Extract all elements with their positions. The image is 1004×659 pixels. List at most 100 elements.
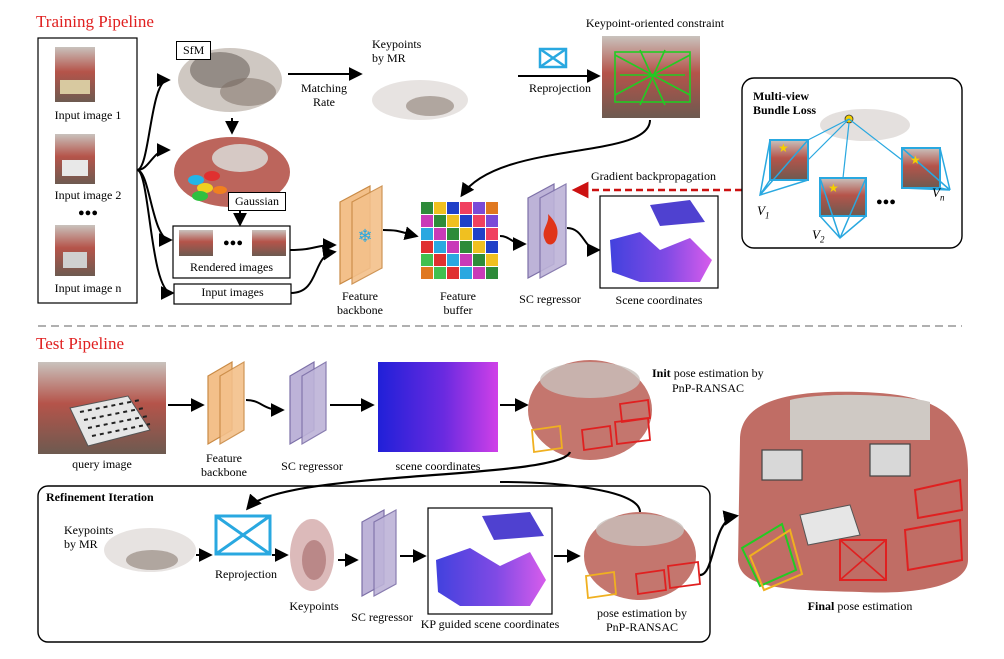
feature-buffer-cell xyxy=(421,215,433,227)
pose-pnp-label: PnP-RANSAC xyxy=(605,620,679,634)
feature-buffer-cell xyxy=(460,215,472,227)
feature-buffer-cell xyxy=(447,202,459,214)
sfm-label: SfM xyxy=(176,41,212,60)
input-image-1-table xyxy=(60,80,90,94)
init-pose-image xyxy=(528,360,652,460)
input-image-2-board xyxy=(62,160,88,176)
feature-buffer-cell xyxy=(447,254,459,266)
sc-regressor-train xyxy=(527,182,567,280)
feature-buffer-cell xyxy=(486,267,498,279)
feature-buffer-label: Feature buffer xyxy=(440,289,476,317)
arrow-input-backbone xyxy=(290,246,337,294)
feature-buffer-cell xyxy=(486,228,498,240)
feature-backbone-label-test: Feature backbone xyxy=(201,451,247,479)
feature-buffer-cell xyxy=(460,202,472,214)
kp-guided-label: KP guided scene coordinates xyxy=(420,617,560,631)
multiview-cameras: ★ ★ ★ xyxy=(759,109,951,240)
feature-buffer-cell xyxy=(460,228,472,240)
arrow-backbone-regressor-test xyxy=(245,399,285,417)
feature-buffer-cell xyxy=(486,241,498,253)
keypoints-by-mr-label: Keypoints by MR xyxy=(372,37,422,65)
input-image-n-label: Input image n xyxy=(54,281,122,295)
keypoints-by-mr-cloud xyxy=(372,80,468,120)
rendered-images-label: Rendered images xyxy=(190,260,273,274)
arrow-constraint-buffer xyxy=(460,119,651,198)
svg-text:❄: ❄ xyxy=(357,226,372,246)
refine-loop-line xyxy=(499,481,641,513)
feature-buffer-cell xyxy=(421,267,433,279)
feature-buffer-cell xyxy=(421,228,433,240)
branch-arrow-input-images xyxy=(136,169,175,300)
test-title: Test Pipeline xyxy=(36,334,125,353)
scene-coordinates-train xyxy=(599,195,719,289)
arrow-regressor-scene xyxy=(566,227,601,257)
feature-buffer-cell xyxy=(473,254,485,266)
rendered-thumb-2 xyxy=(252,230,286,256)
gradient-backprop-label: Gradient backpropagation xyxy=(591,169,716,183)
feature-buffer-cell xyxy=(447,241,459,253)
init-pose-label: Init pose estimation by xyxy=(652,366,764,380)
feature-buffer-cell xyxy=(421,202,433,214)
sfm-point-cloud xyxy=(178,48,282,112)
feature-backbone-label-train: Feature backbone xyxy=(337,289,383,317)
arrow-buffer-regressor xyxy=(499,235,527,251)
arrow-init-refinement xyxy=(246,451,572,511)
feature-buffer-cell xyxy=(434,202,446,214)
keypoints-test xyxy=(290,519,334,591)
arrow-refine-final xyxy=(699,510,740,577)
final-pose-image xyxy=(738,391,968,593)
feature-buffer-cell xyxy=(434,228,446,240)
input-images-label: Input images xyxy=(201,285,264,299)
keypoints-by-mr-test xyxy=(104,528,196,572)
rendered-ellipsis: ●●● xyxy=(223,237,243,249)
sc-regressor-label-test: SC regressor xyxy=(281,459,343,473)
feature-buffer-cell xyxy=(421,241,433,253)
feature-buffer-cell xyxy=(434,267,446,279)
rendered-thumb-1 xyxy=(179,230,213,256)
feature-buffer-cell xyxy=(460,267,472,279)
feature-buffer-cell xyxy=(460,254,472,266)
keypoints-label: Keypoints xyxy=(289,599,339,613)
feature-buffer-cell xyxy=(460,241,472,253)
feature-buffer-cell xyxy=(434,254,446,266)
multiview-v1: V1 xyxy=(757,203,770,221)
feature-buffer-cell xyxy=(434,241,446,253)
feature-buffer-grid xyxy=(421,202,498,279)
pose-by-label: pose estimation by xyxy=(597,606,687,620)
scene-coordinates-label-test: scene coordinates xyxy=(395,459,481,473)
feature-buffer-cell xyxy=(421,254,433,266)
gaussian-render xyxy=(174,137,290,207)
keypoint-constraint-image xyxy=(602,36,700,118)
feature-buffer-cell xyxy=(473,267,485,279)
feature-buffer-cell xyxy=(447,215,459,227)
feature-buffer-cell xyxy=(486,254,498,266)
multiview-ellipsis: ●●● xyxy=(876,196,896,208)
arrow-rendered-backbone xyxy=(289,238,337,253)
input-image-n-thumb xyxy=(55,225,95,276)
feature-buffer-cell xyxy=(473,228,485,240)
arrow-backbone-buffer xyxy=(382,226,419,241)
sc-regressor-label-refine: SC regressor xyxy=(351,610,413,624)
input-image-1-label: Input image 1 xyxy=(54,108,122,122)
svg-text:★: ★ xyxy=(828,181,839,195)
input-image-2-thumb xyxy=(55,134,95,184)
feature-buffer-cell xyxy=(473,215,485,227)
feature-buffer-cell xyxy=(447,228,459,240)
branch-arrow-gaussian xyxy=(136,143,171,171)
feature-buffer-cell xyxy=(486,202,498,214)
gaussian-label: Gaussian xyxy=(228,192,286,211)
feature-backbone-test xyxy=(207,360,245,446)
feature-buffer-cell xyxy=(434,215,446,227)
multiview-v2: V2 xyxy=(812,227,825,245)
reprojection-icon-test xyxy=(214,514,272,556)
kp-guided-scene-coords xyxy=(427,507,553,615)
sc-regressor-refine xyxy=(361,508,397,598)
keypoint-constraint-label: Keypoint-oriented constraint xyxy=(585,16,725,30)
input-image-n-board xyxy=(63,252,87,268)
reprojection-label-test: Reprojection xyxy=(215,567,277,581)
matching-rate-label: Matching Rate xyxy=(301,81,347,109)
feature-buffer-cell xyxy=(447,267,459,279)
svg-text:★: ★ xyxy=(778,141,789,155)
